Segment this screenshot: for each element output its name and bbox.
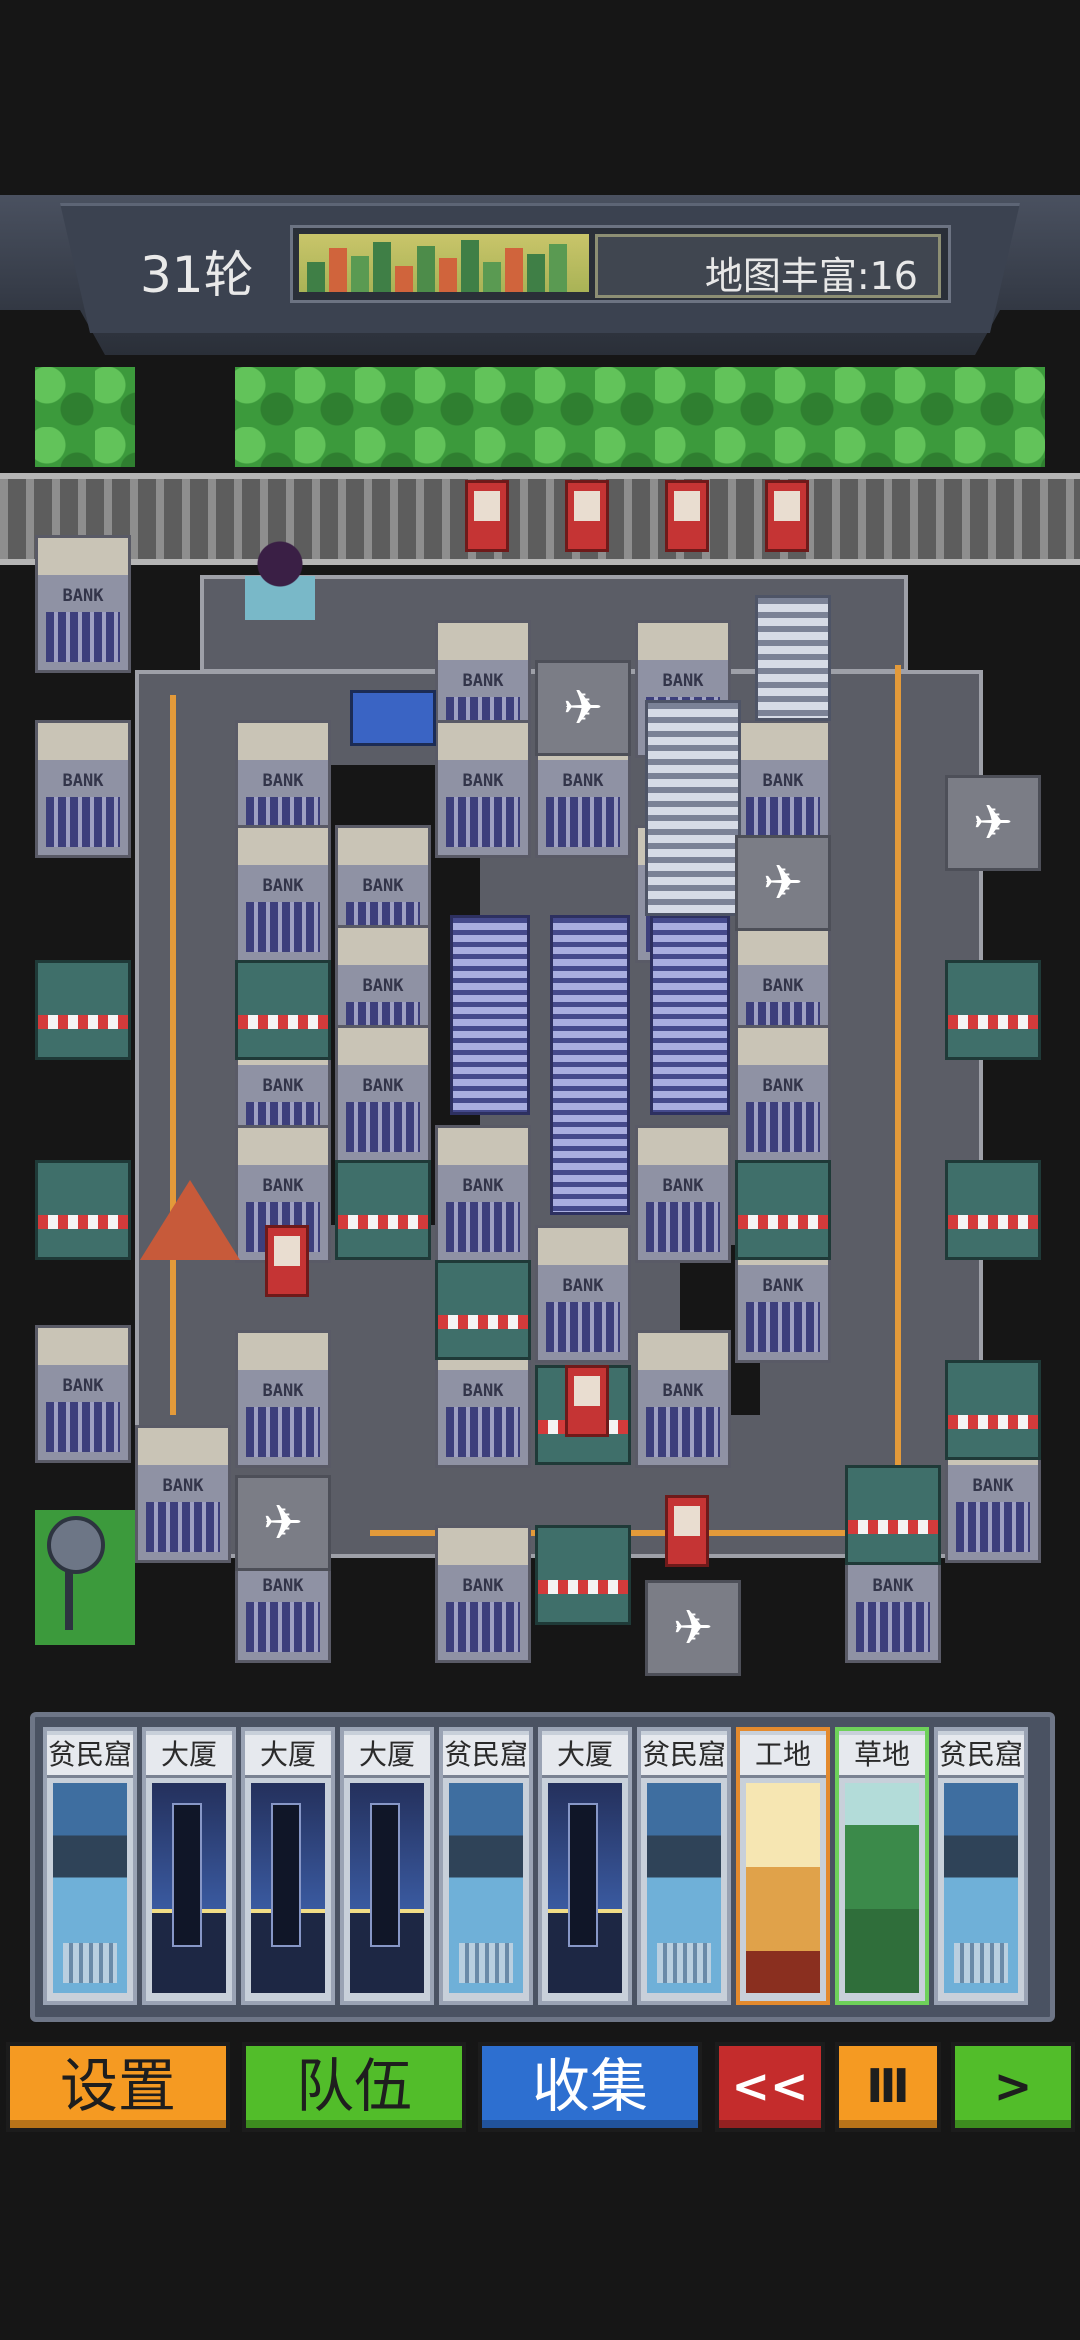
card-slum[interactable]: 贫民窟 xyxy=(934,1727,1028,2005)
card-label: 贫民窟 xyxy=(641,1735,727,1778)
team-button[interactable]: 队伍 xyxy=(242,2042,466,2132)
city-skyline-icon xyxy=(299,234,589,292)
airplane-icon[interactable]: ✈ xyxy=(645,1580,741,1676)
map-richness-value: 地图丰富:16 xyxy=(704,254,918,298)
vending-machine[interactable] xyxy=(265,1225,309,1297)
shop-building[interactable] xyxy=(945,1160,1041,1260)
bank-building[interactable]: BANK xyxy=(435,1125,531,1263)
railway-track xyxy=(0,473,1080,565)
slum-art xyxy=(944,1783,1018,1993)
card-tower[interactable]: 大厦 xyxy=(241,1727,335,2005)
airplane-icon[interactable]: ✈ xyxy=(235,1475,331,1571)
grass-strip xyxy=(235,367,1045,467)
card-label: 大厦 xyxy=(344,1735,430,1778)
vending-machine[interactable] xyxy=(665,480,709,552)
card-label: 贫民窟 xyxy=(938,1735,1024,1778)
grassland-art xyxy=(845,1783,919,1993)
round-counter: 31轮 xyxy=(140,246,254,304)
tower-art xyxy=(152,1783,226,1993)
shop-building[interactable] xyxy=(945,960,1041,1060)
card-hand: 贫民窟 大厦 大厦 大厦 贫民窟 大厦 贫民窟 工地 草地 贫民窟 xyxy=(30,1712,1055,2022)
game-map[interactable]: BANK BANK BANK BANK BANK BANK BANK BANK … xyxy=(0,365,1080,1685)
shop-building[interactable] xyxy=(845,1465,941,1565)
forward-button[interactable]: > xyxy=(951,2042,1075,2132)
shop-building[interactable] xyxy=(435,1260,531,1360)
shop-building[interactable] xyxy=(735,1160,831,1260)
bank-building[interactable]: BANK xyxy=(335,1025,431,1163)
office-building[interactable] xyxy=(450,915,530,1115)
card-label: 大厦 xyxy=(542,1735,628,1778)
card-label: 草地 xyxy=(839,1735,925,1778)
card-tower[interactable]: 大厦 xyxy=(340,1727,434,2005)
top-bar: 31轮 地图丰富:16 xyxy=(0,195,1080,355)
bank-building[interactable]: BANK xyxy=(435,1525,531,1663)
grass-tile xyxy=(35,367,135,467)
construction-site-art xyxy=(746,1783,820,1993)
collect-button[interactable]: 收集 xyxy=(478,2042,702,2132)
slum-art xyxy=(647,1783,721,1993)
bank-building[interactable]: BANK xyxy=(35,720,131,858)
tower-art xyxy=(251,1783,325,1993)
card-slum[interactable]: 贫民窟 xyxy=(439,1727,533,2005)
shop-building[interactable] xyxy=(235,960,331,1060)
road-line-right xyxy=(895,665,901,1465)
tent-icon[interactable] xyxy=(140,1180,240,1260)
card-label: 贫民窟 xyxy=(47,1735,133,1778)
office-building[interactable] xyxy=(550,915,630,1215)
card-grassland[interactable]: 草地 xyxy=(835,1727,929,2005)
hero-character-icon[interactable] xyxy=(245,540,315,620)
shop-building[interactable] xyxy=(535,1525,631,1625)
bank-building[interactable]: BANK xyxy=(135,1425,231,1563)
card-slum[interactable]: 贫民窟 xyxy=(637,1727,731,2005)
bank-building[interactable]: BANK xyxy=(235,825,331,963)
skyscraper-building[interactable] xyxy=(645,700,741,916)
bank-building[interactable]: BANK xyxy=(735,1025,831,1163)
bank-building[interactable]: BANK xyxy=(435,720,531,858)
office-building[interactable] xyxy=(650,915,730,1115)
tower-art xyxy=(548,1783,622,1993)
tower-art xyxy=(350,1783,424,1993)
card-label: 大厦 xyxy=(245,1735,331,1778)
bank-building[interactable]: BANK xyxy=(635,1330,731,1468)
vending-machine[interactable] xyxy=(465,480,509,552)
bank-building[interactable]: BANK xyxy=(35,1325,131,1463)
road-line-left xyxy=(170,695,176,1415)
slum-art xyxy=(53,1783,127,1993)
airplane-icon[interactable]: ✈ xyxy=(735,835,831,931)
map-richness-panel: 地图丰富:16 xyxy=(290,225,951,303)
airplane-icon[interactable]: ✈ xyxy=(945,775,1041,871)
card-slum[interactable]: 贫民窟 xyxy=(43,1727,137,2005)
bank-building[interactable]: BANK xyxy=(535,1225,631,1363)
bank-building[interactable]: BANK xyxy=(235,1330,331,1468)
shop-building[interactable] xyxy=(945,1360,1041,1460)
card-label: 大厦 xyxy=(146,1735,232,1778)
airplane-icon[interactable]: ✈ xyxy=(535,660,631,756)
shop-building[interactable] xyxy=(35,960,131,1060)
vending-machine[interactable] xyxy=(765,480,809,552)
settings-button[interactable]: 设置 xyxy=(6,2042,230,2132)
vending-machine[interactable] xyxy=(565,480,609,552)
rewind-button[interactable]: << xyxy=(715,2042,825,2132)
card-label: 工地 xyxy=(740,1735,826,1778)
delivery-truck-icon[interactable] xyxy=(350,690,436,746)
card-label: 贫民窟 xyxy=(443,1735,529,1778)
bank-building[interactable]: BANK xyxy=(35,535,131,673)
pause-button[interactable]: Ⅲ xyxy=(835,2042,941,2132)
slum-art xyxy=(449,1783,523,1993)
card-tower[interactable]: 大厦 xyxy=(142,1727,236,2005)
bank-building[interactable]: BANK xyxy=(635,1125,731,1263)
skyscraper-building[interactable] xyxy=(755,595,831,721)
satellite-dish-icon[interactable] xyxy=(35,1510,135,1645)
shop-building[interactable] xyxy=(335,1160,431,1260)
card-construction-site[interactable]: 工地 xyxy=(736,1727,830,2005)
vending-machine[interactable] xyxy=(665,1495,709,1567)
vending-machine[interactable] xyxy=(565,1365,609,1437)
shop-building[interactable] xyxy=(35,1160,131,1260)
card-tower[interactable]: 大厦 xyxy=(538,1727,632,2005)
map-richness-display: 地图丰富:16 xyxy=(595,234,941,298)
